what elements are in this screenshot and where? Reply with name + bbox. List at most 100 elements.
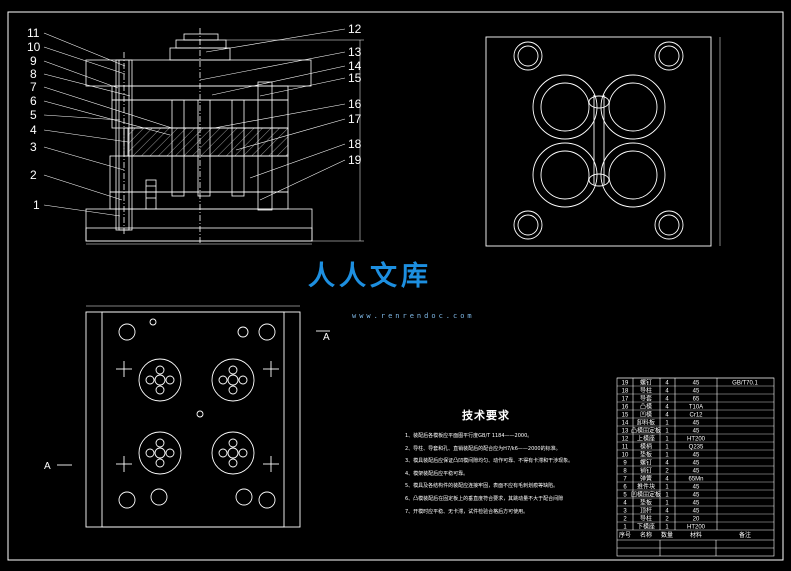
bom-cell-name: 弹簧 [640,474,652,482]
bom-cell-mat: 45 [693,484,700,490]
leader-lines [43,28,346,217]
part-label-2: 2 [30,168,37,182]
part-label-4: 4 [30,123,37,137]
bom-cell-no: 8 [623,468,627,474]
bom-cell-no: 2 [623,516,627,522]
part-label-8: 8 [30,67,37,81]
bom-cell-mat: 20 [693,516,700,522]
bom-header-no: 序号 [619,531,631,539]
part-label-7: 7 [30,80,37,94]
bom-cell-mat: 45 [693,500,700,506]
tech-requirement-2: 2、导柱、导套和孔、直销装配后的配合应为H7/k6——2000的标准。 [405,445,561,452]
bom-cell-no: 1 [623,524,627,530]
bom-cell-name: 螺钉 [640,458,652,466]
bom-cell-qty: 2 [665,516,669,522]
part-label-11: 11 [27,26,40,40]
bom-cell-no: 14 [622,420,629,426]
bom-cell-qty: 4 [665,460,669,466]
bom-cell-name: 销钉 [640,466,652,474]
bom-cell-name: 推件块 [637,482,655,490]
bom-cell-mat: 45 [693,420,700,426]
bom-cell-name: 凸模 [640,402,652,410]
tech-requirement-6: 6、凸模装配后在固定板上的垂直度符合要求，其跳动量不大于配合间隙 [405,495,564,502]
bom-cell-no: 17 [622,396,629,402]
bom-cell-no: 5 [623,492,627,498]
watermark-url: www.renrendoc.com [352,312,475,320]
tech-requirement-7: 7、开模时应平稳、无卡滞，试件检验合格后方可使用。 [405,508,529,515]
part-label-1: 1 [33,198,40,212]
bom-cell-mat: 65 [693,396,700,402]
bom-cell-qty: 1 [665,444,669,450]
blank-layout-view [485,36,721,247]
part-label-16: 16 [348,97,362,111]
bom-cell-mat: 45 [693,468,700,474]
bom-cell-qty: 1 [665,436,669,442]
bom-header-mat: 材料 [690,531,702,539]
bom-cell-mat: 45 [693,492,700,498]
bom-cell-no: 9 [623,460,627,466]
tech-requirement-3: 3、模具装配后应保证凸凹模间隙均匀、动作可靠、不得有卡滞和干涉现象。 [405,458,574,465]
part-label-12: 12 [348,22,362,36]
bom-cell-mat: 45 [693,380,700,386]
bom-cell-mat: HT200 [687,436,706,442]
bom-cell-qty: 4 [665,412,669,418]
section-marker-left: A [44,461,51,472]
bom-cell-mat: 45 [693,452,700,458]
tech-requirements-title: 技术要求 [462,409,510,422]
bom-cell-name: 螺钉 [640,378,652,386]
bom-cell-name: 导柱 [640,386,652,394]
tech-requirement-5: 5、模具及各结构件的装配应连接牢固，表面不应有毛刺划痕等缺陷。 [405,483,559,490]
bom-cell-note: GB/T70.1 [732,380,758,386]
part-label-9: 9 [30,54,37,68]
bom-cell-name: 凸模固定板 [631,426,661,434]
bom-cell-no: 15 [622,412,629,418]
bom-cell-name: 卸料板 [637,418,655,426]
lower-die-plan-view [57,305,330,528]
bom-cell-no: 7 [623,476,627,482]
bom-cell-qty: 4 [665,388,669,394]
tech-requirement-4: 4、模架装配后应平稳可靠。 [405,470,469,477]
part-label-14: 14 [348,59,362,73]
bom-cell-no: 13 [622,428,629,434]
bom-header-qty: 数量 [661,531,673,539]
bom-cell-mat: 65Mn [688,476,703,482]
part-number-labels: 1 2 3 4 5 6 7 8 9 10 11 12 13 14 15 16 1… [27,22,362,212]
bom-cell-name: 导套 [640,394,652,402]
part-label-5: 5 [30,108,37,122]
bom-cell-no: 4 [623,500,627,506]
bom-cell-qty: 2 [665,468,669,474]
bom-cell-mat: 45 [693,388,700,394]
bom-table [616,377,775,557]
bom-cell-name: 垫板 [640,450,652,458]
bom-cell-qty: 1 [665,420,669,426]
part-label-3: 3 [30,140,37,154]
tech-requirements-list: 1、装配后各模板应平面图平行度GB/T 1184——2000。 2、导柱、导套和… [405,430,610,518]
part-label-18: 18 [348,137,362,151]
bom-cell-no: 10 [622,452,629,458]
bom-header-note: 备注 [739,531,751,539]
bom-cell-qty: 4 [665,404,669,410]
bom-cell-no: 6 [623,484,627,490]
bom-cell-name: 凹模固定板 [631,490,661,498]
bom-cell-qty: 4 [665,396,669,402]
part-label-15: 15 [348,71,362,85]
watermark-logo-text: 人人文库 [308,261,432,292]
bom-cell-no: 11 [622,444,629,450]
bom-cell-name: 上模座 [637,434,655,442]
section-marker-right: A [323,332,330,343]
bom-cell-mat: Q235 [689,444,704,450]
front-section-view [85,28,364,245]
bom-cell-qty: 1 [665,452,669,458]
bom-cell-mat: 45 [693,508,700,514]
part-label-10: 10 [27,40,41,54]
bom-cell-name: 下模座 [637,522,655,530]
bom-cell-no: 12 [622,436,629,442]
bom-cell-qty: 1 [665,484,669,490]
bom-cell-mat: Cr12 [689,412,703,418]
bom-cell-qty: 1 [665,524,669,530]
bom-cell-name: 垫板 [640,498,652,506]
bom-cell-mat: HT200 [687,524,706,530]
bom-cell-name: 顶杆 [640,506,652,514]
